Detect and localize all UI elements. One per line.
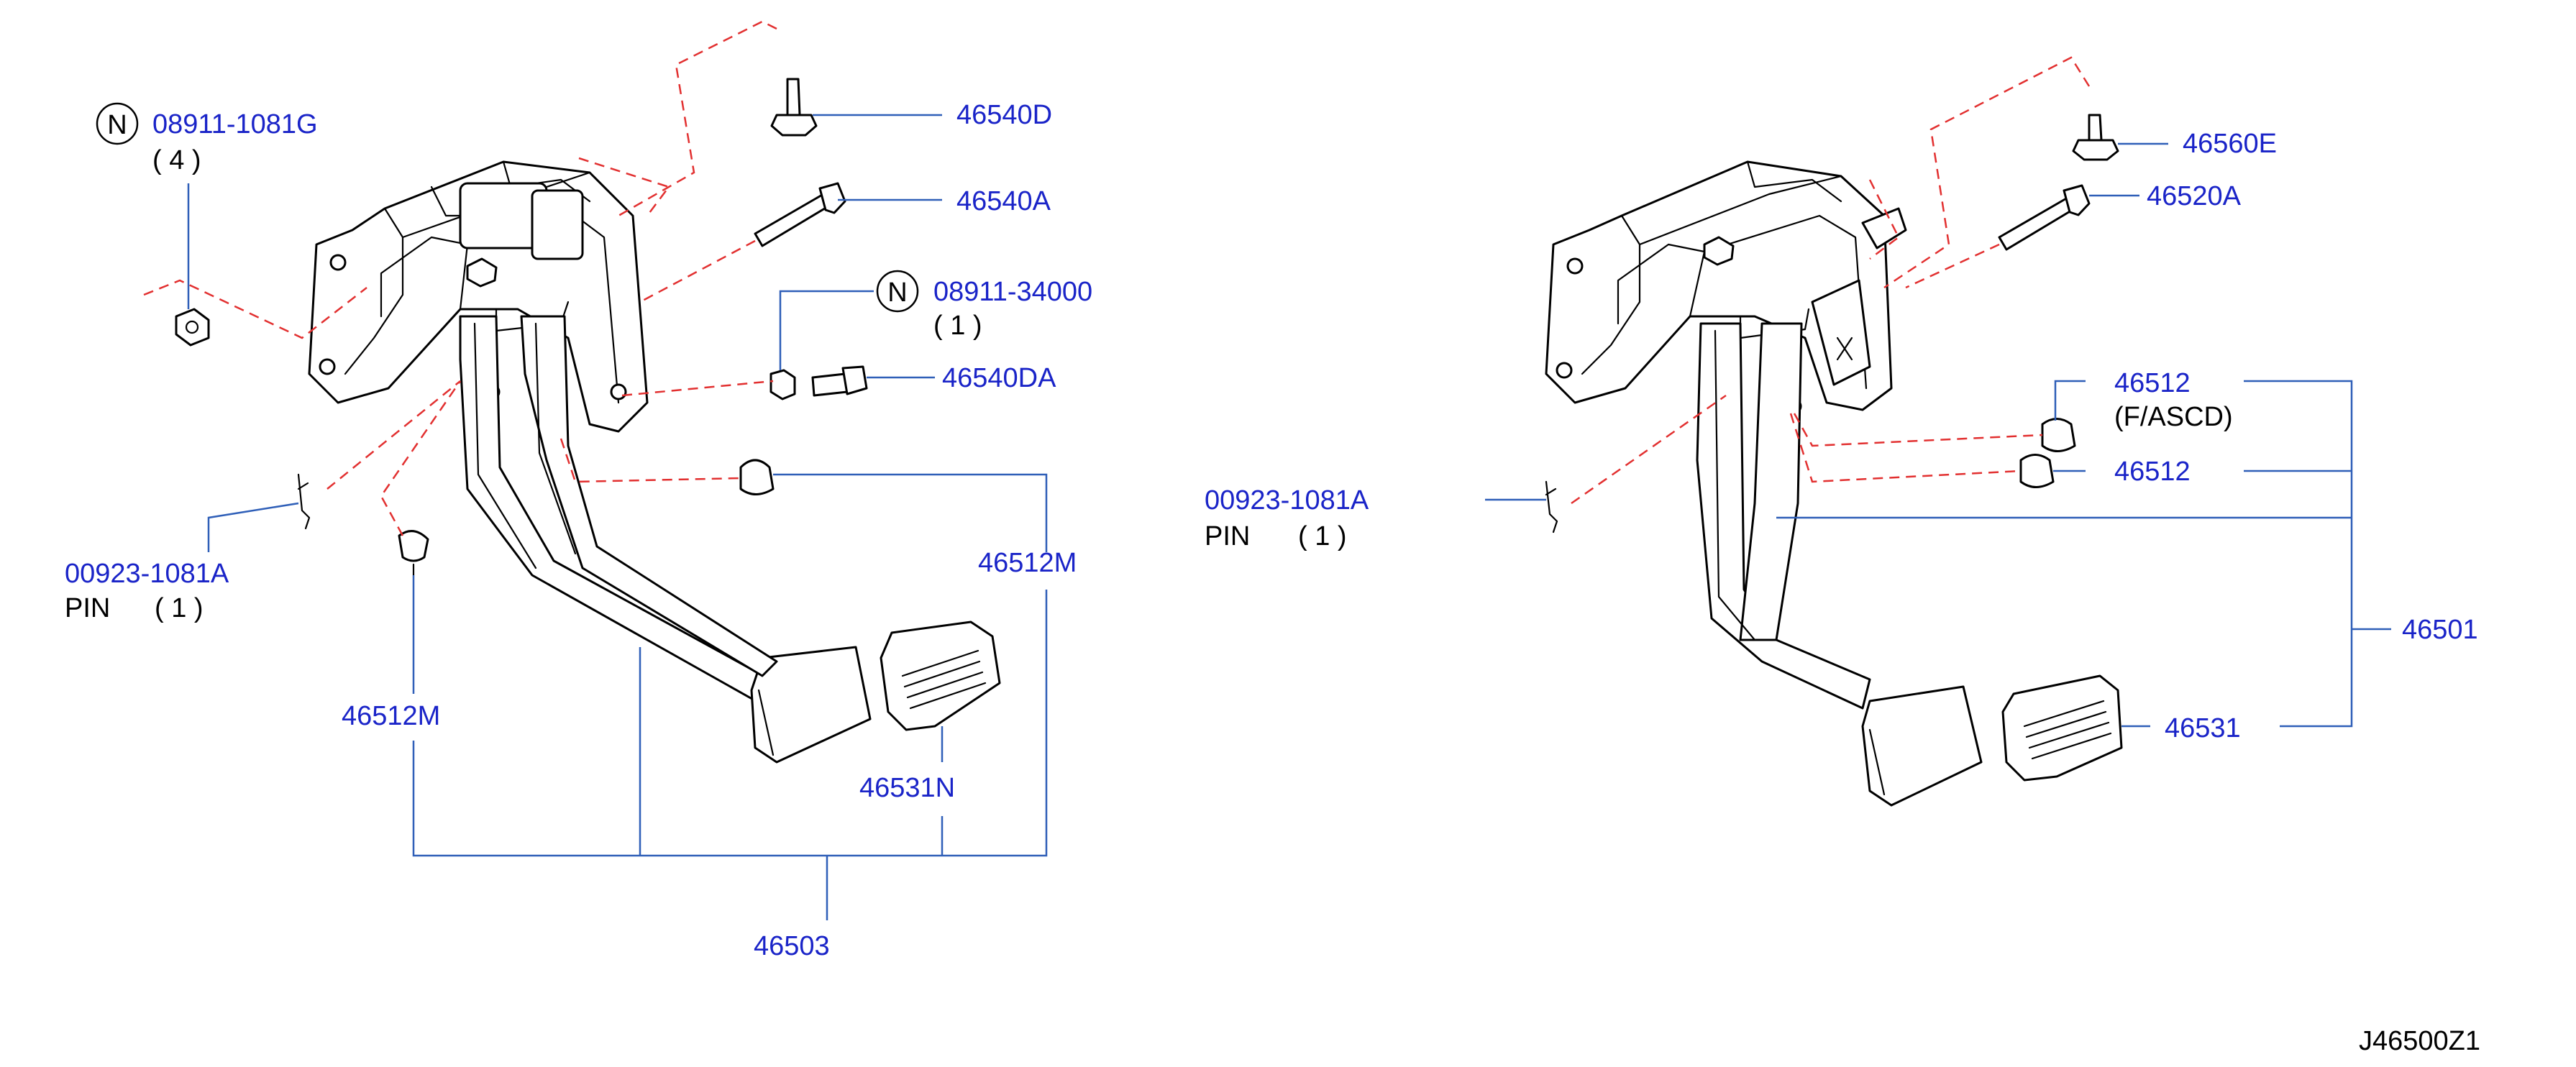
right-stopper-ascd bbox=[2041, 418, 2076, 452]
callout-46512m-left: 46512M bbox=[342, 701, 440, 731]
left-pin bbox=[297, 473, 311, 530]
callout-pin-qty-right: ( 1 ) bbox=[1298, 521, 1347, 551]
callout-00923-1081a-left: 00923-1081A bbox=[65, 559, 229, 589]
right-fastener-pivot-bolt bbox=[1998, 184, 2091, 251]
left-fastener-nut bbox=[175, 308, 210, 347]
callout-pin-left: PIN bbox=[65, 593, 110, 623]
callout-f-ascd-note: (F/ASCD) bbox=[2114, 402, 2233, 432]
left-fastener-nut2 bbox=[769, 369, 796, 400]
left-pedal-pad-46531n bbox=[880, 620, 1001, 731]
callout-46503: 46503 bbox=[754, 931, 830, 961]
callout-46512: 46512 bbox=[2114, 457, 2191, 487]
left-brake-pedal-arm bbox=[459, 315, 872, 764]
callout-46512m-right: 46512M bbox=[978, 548, 1077, 578]
callout-08911-1081g: 08911-1081G bbox=[152, 109, 318, 139]
right-pedal-pad bbox=[1861, 685, 1983, 807]
left-clutch-pedal-arm bbox=[520, 315, 778, 677]
callout-46531n: 46531N bbox=[859, 773, 955, 803]
left-stopper-right bbox=[739, 459, 775, 495]
left-fastener-bolt-top bbox=[770, 78, 818, 137]
left-pedal-assembly: N 08911-1081G ( 4 ) 46540D 46540A N 0891… bbox=[65, 20, 1092, 961]
callout-46501: 46501 bbox=[2402, 615, 2478, 645]
right-pedal-arm bbox=[1696, 322, 1983, 807]
n-symbol-circle-2 bbox=[876, 270, 919, 313]
left-fastener-small-bolt bbox=[811, 365, 868, 397]
callout-nut-qty: ( 4 ) bbox=[152, 145, 201, 175]
callout-pin-right: PIN bbox=[1205, 521, 1250, 551]
left-dashed-lines bbox=[143, 20, 777, 536]
left-stopper-left bbox=[398, 530, 429, 577]
callout-46540a: 46540A bbox=[956, 186, 1051, 216]
diagram-id: J46500Z1 bbox=[2359, 1026, 2480, 1056]
right-dashed-lines bbox=[1571, 56, 2091, 505]
left-pedal-bracket bbox=[308, 160, 649, 439]
right-fastener-bolt-top bbox=[2072, 114, 2119, 161]
left-leader-lines bbox=[187, 114, 1048, 920]
callout-00923-1081a-right: 00923-1081A bbox=[1205, 485, 1369, 516]
callout-46560e: 46560E bbox=[2183, 129, 2277, 159]
right-pedal-pad-46531 bbox=[2001, 674, 2123, 782]
left-callout-labels: N 08911-1081G ( 4 ) 46540D 46540A N 0891… bbox=[65, 100, 1092, 961]
callout-46540d: 46540D bbox=[956, 100, 1052, 130]
n-symbol-circle bbox=[96, 102, 139, 145]
right-stopper bbox=[2019, 454, 2055, 488]
right-pin bbox=[1545, 480, 1558, 534]
callout-46520a: 46520A bbox=[2147, 181, 2242, 211]
right-leader-lines bbox=[1485, 142, 2391, 728]
left-fastener-pivot-bolt bbox=[754, 182, 846, 247]
callout-pin-qty-left: ( 1 ) bbox=[155, 593, 204, 623]
callout-46512-ascd: 46512 bbox=[2114, 368, 2191, 398]
callout-46540da: 46540DA bbox=[942, 363, 1056, 393]
left-brake-pedal-pad bbox=[750, 646, 872, 764]
right-callout-labels: 46560E 46520A 46512 (F/ASCD) 46512 00923… bbox=[1205, 129, 2478, 743]
right-pedal-assembly: 46560E 46520A 46512 (F/ASCD) 46512 00923… bbox=[1205, 56, 2478, 807]
n-symbol-letter: N bbox=[107, 110, 127, 140]
right-pedal-bracket bbox=[1545, 160, 1907, 414]
callout-nut2-qty: ( 1 ) bbox=[933, 311, 982, 341]
n-symbol-letter-2: N bbox=[887, 278, 907, 308]
callout-46531: 46531 bbox=[2165, 713, 2241, 743]
callout-08911-34000: 08911-34000 bbox=[933, 277, 1092, 307]
